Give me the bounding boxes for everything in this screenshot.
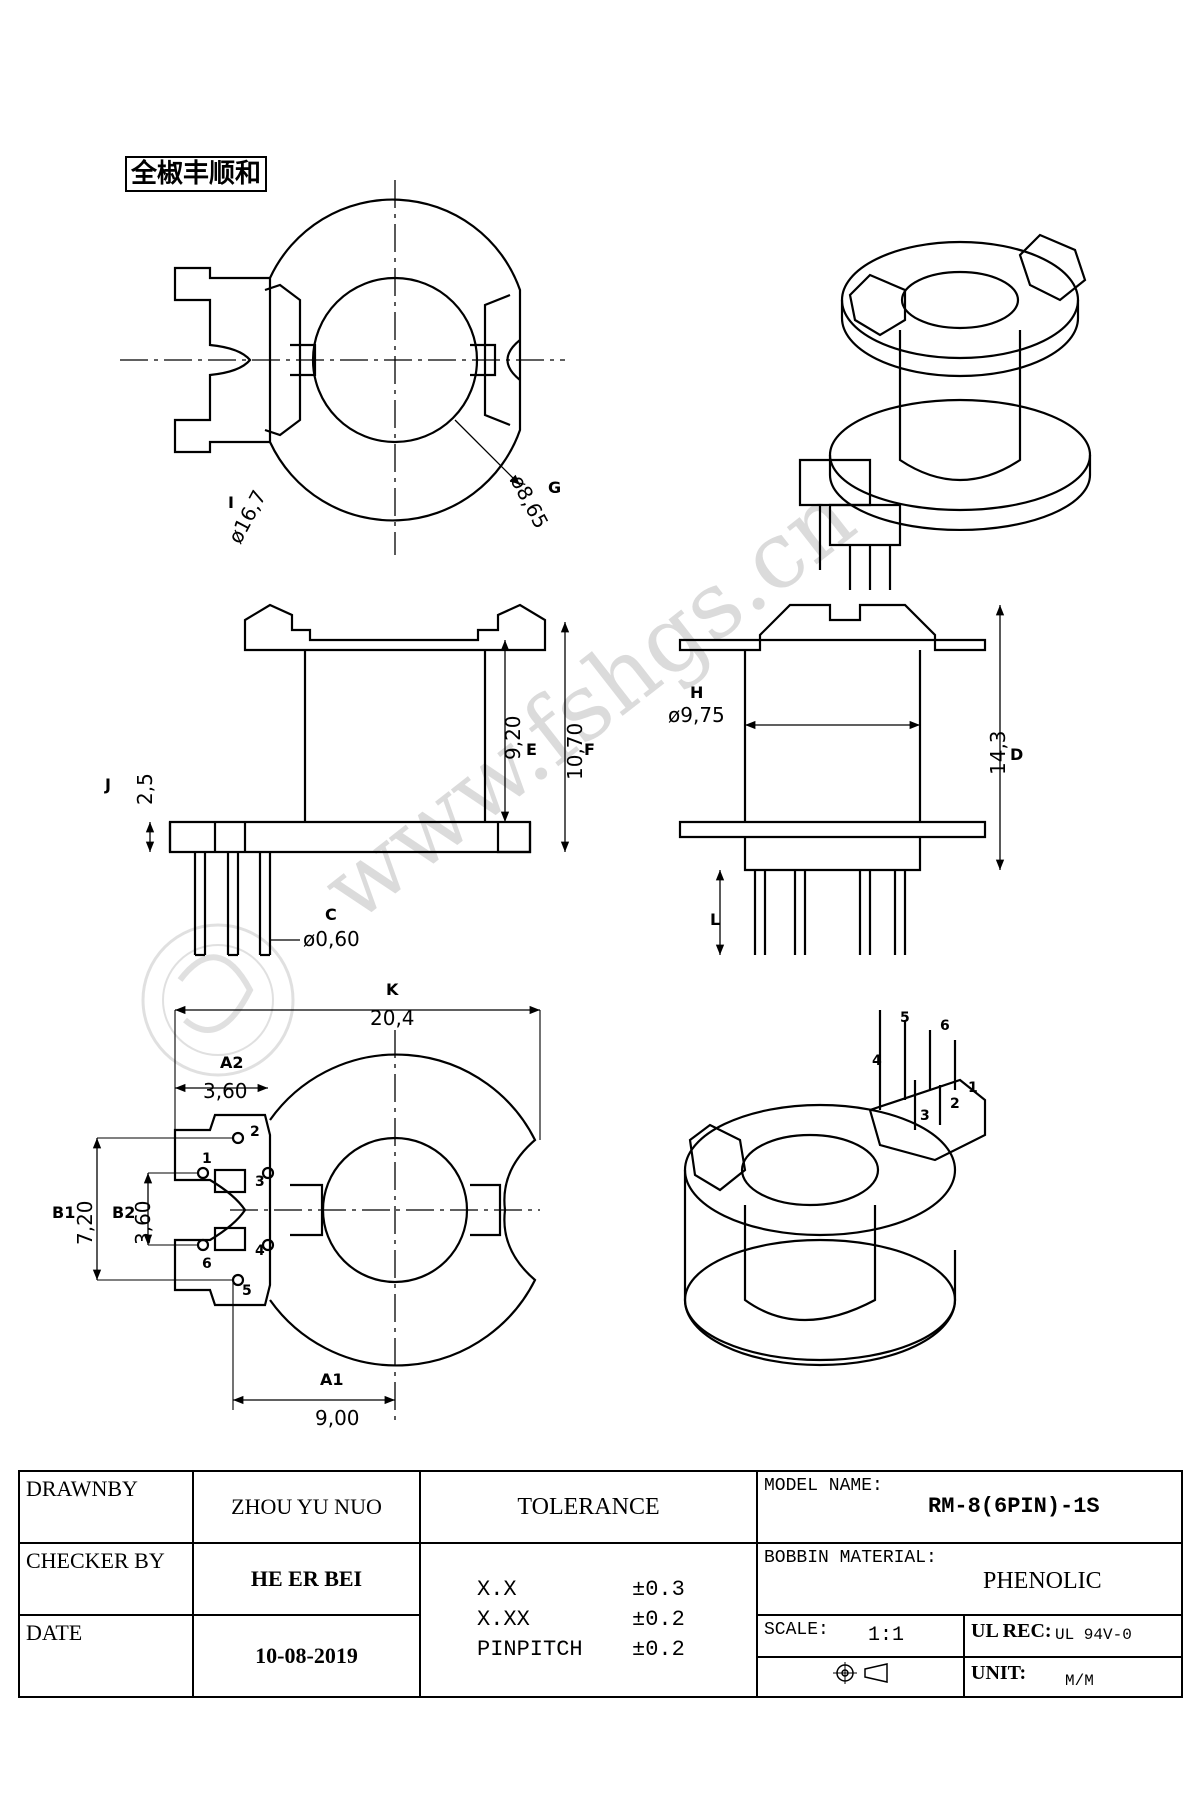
iso-pin-label-4: 4 — [872, 1053, 882, 1069]
label-H: H — [690, 683, 703, 702]
iso-pin-label-2: 2 — [950, 1096, 960, 1112]
iso-pin-label-1: 1 — [968, 1080, 978, 1096]
pin-label-2: 2 — [250, 1124, 260, 1140]
drawn-by-label: DRAWNBY — [18, 1470, 194, 1544]
pin-label-4: 4 — [255, 1243, 265, 1259]
label-J: J — [104, 775, 111, 794]
label-I: I — [228, 493, 234, 512]
label-K: K — [386, 980, 399, 999]
side-view — [678, 603, 1005, 955]
dim-C-value: ø0,60 — [303, 927, 360, 951]
dim-B2-value: 3,60 — [131, 1200, 155, 1245]
tolerance-row: X.X ±0.3 — [421, 1575, 756, 1605]
model-name-label: MODEL NAME: — [764, 1476, 883, 1496]
tolerance-row: X.XX ±0.2 — [421, 1605, 756, 1635]
tol-value: ±0.3 — [632, 1577, 685, 1602]
label-L: L — [710, 910, 720, 929]
front-view — [145, 603, 570, 957]
tolerance-title: TOLERANCE — [419, 1470, 758, 1544]
dim-J-value: 2,5 — [133, 773, 157, 805]
ul-row: UL REC: UL 94V-0 — [965, 1616, 1181, 1658]
iso-pin-label-3: 3 — [920, 1108, 930, 1124]
technical-drawing: www.fshgs.cn — [52, 180, 1092, 1430]
drawn-by-value: ZHOU YU NUO — [192, 1470, 421, 1544]
date-value: 10-08-2019 — [192, 1614, 421, 1698]
bobbin-material-value: PHENOLIC — [983, 1568, 1102, 1594]
label-F: F — [584, 740, 595, 759]
ul-unit-cell: UL REC: UL 94V-0 UNIT: M/M — [963, 1614, 1183, 1698]
dim-B1-value: 7,20 — [73, 1200, 97, 1245]
top-view — [120, 180, 565, 555]
tol-value: ±0.2 — [632, 1637, 685, 1662]
projection-symbol — [758, 1658, 963, 1688]
scale-value: 1:1 — [868, 1624, 905, 1647]
model-name-value: RM-8(6PIN)-1S — [928, 1494, 1100, 1519]
label-B2: B2 — [112, 1203, 135, 1222]
pin-label-3: 3 — [255, 1174, 265, 1190]
label-B1: B1 — [52, 1203, 75, 1222]
pin-label-6: 6 — [202, 1256, 212, 1272]
watermark-logo — [141, 923, 295, 1077]
label-G: G — [548, 478, 561, 497]
title-block: DRAWNBY ZHOU YU NUO TOLERANCE MODEL NAME… — [18, 1470, 1183, 1698]
first-angle-projection-icon — [832, 1662, 888, 1684]
ul-rec-label: UL REC: — [971, 1620, 1052, 1642]
label-A2: A2 — [220, 1053, 244, 1072]
tol-key: PINPITCH — [477, 1637, 583, 1662]
dim-H-value: ø9,75 — [668, 703, 725, 727]
model-name-cell: MODEL NAME: RM-8(6PIN)-1S — [756, 1470, 1183, 1544]
unit-row: UNIT: M/M — [965, 1658, 1181, 1696]
tol-key: X.X — [477, 1577, 517, 1602]
ul-rec-value: UL 94V-0 — [1055, 1626, 1132, 1644]
label-D: D — [1010, 745, 1023, 764]
unit-value: M/M — [1065, 1672, 1094, 1690]
checker-value: HE ER BEI — [192, 1542, 421, 1616]
iso-view-bottom — [683, 1010, 987, 1367]
tol-key: X.XX — [477, 1607, 530, 1632]
iso-pin-label-6: 6 — [940, 1018, 950, 1034]
bobbin-material-label: BOBBIN MATERIAL: — [764, 1548, 937, 1568]
label-A1: A1 — [320, 1370, 344, 1389]
pin-label-5: 5 — [242, 1283, 252, 1299]
pin-label-1: 1 — [202, 1151, 212, 1167]
dim-K-value: 20,4 — [370, 1006, 415, 1030]
tol-value: ±0.2 — [632, 1607, 685, 1632]
tolerance-row: PINPITCH ±0.2 — [421, 1635, 756, 1665]
scale-label: SCALE: — [764, 1620, 829, 1640]
iso-view-top — [798, 233, 1092, 590]
label-E: E — [526, 740, 537, 759]
dim-E-value: 9,20 — [501, 715, 525, 760]
bobbin-material-cell: BOBBIN MATERIAL: PHENOLIC — [756, 1542, 1183, 1616]
scale-cell: SCALE: 1:1 — [756, 1614, 965, 1698]
date-label: DATE — [18, 1614, 194, 1698]
dim-D-value: 14,3 — [986, 730, 1010, 775]
scale-row: SCALE: 1:1 — [758, 1616, 963, 1658]
dim-A1-value: 9,00 — [315, 1406, 360, 1430]
checker-label: CHECKER BY — [18, 1542, 194, 1616]
dim-F-value: 10,70 — [563, 723, 587, 780]
tolerance-values: X.X ±0.3 X.XX ±0.2 PINPITCH ±0.2 — [419, 1542, 758, 1698]
label-C: C — [325, 905, 337, 924]
bottom-view — [92, 1005, 541, 1420]
unit-label: UNIT: — [971, 1662, 1027, 1684]
company-name: 全椒丰顺和 — [125, 156, 268, 192]
iso-pin-label-5: 5 — [900, 1010, 910, 1026]
dim-A2-value: 3,60 — [203, 1079, 248, 1103]
dim-G-value: ø8,65 — [506, 471, 554, 532]
